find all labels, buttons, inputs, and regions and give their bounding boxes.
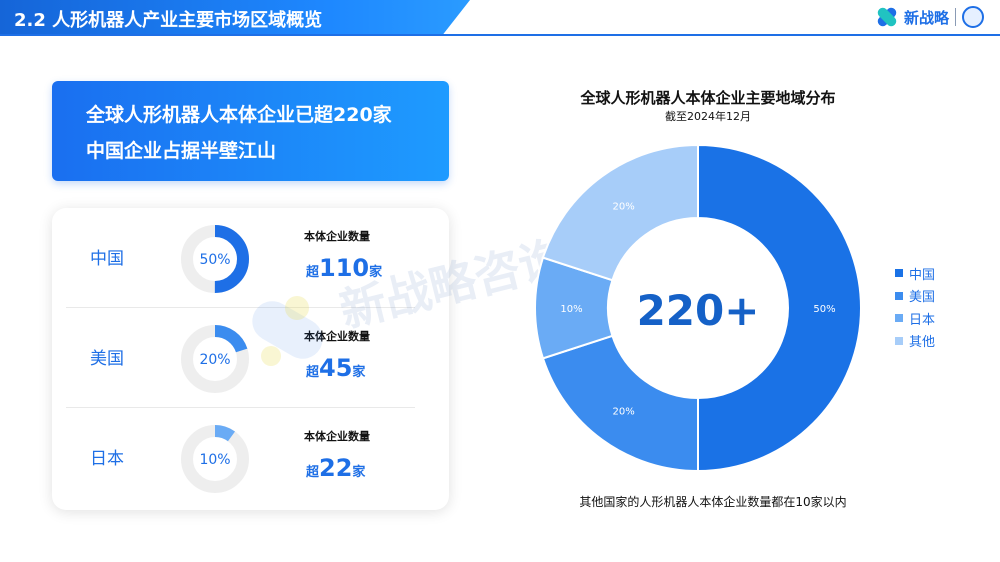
legend-item: 其他 [895, 330, 935, 353]
stat-label: 本体企业数量 [304, 330, 370, 343]
chart-title: 全球人形机器人本体企业主要地域分布 [580, 89, 836, 107]
slice-value-label: 20% [613, 202, 635, 213]
country-name: 日本 [90, 449, 124, 469]
stat-prefix: 超 [306, 265, 320, 280]
stat-number: 22 [319, 454, 353, 482]
watermark-dot [285, 296, 309, 320]
stat-suffix: 家 [352, 365, 366, 380]
chart-legend: 中国美国日本其他 [895, 262, 935, 352]
stat-label: 本体企业数量 [304, 430, 370, 443]
region-donut-chart: 50% 20% 10% 20% 220+ [535, 145, 861, 471]
stat-prefix: 超 [306, 465, 320, 480]
chart-footnote: 其他国家的人形机器人本体企业数量都在10家以内 [579, 495, 847, 509]
country-name: 美国 [90, 349, 124, 369]
share-percent: 50% [199, 252, 230, 268]
country-share-donut: 10% [181, 425, 249, 493]
stat-number: 45 [319, 354, 353, 382]
stat-suffix: 家 [352, 465, 366, 480]
headline-card: 全球人形机器人本体企业已超220家 中国企业占据半壁江山 [52, 81, 449, 181]
share-percent: 10% [199, 452, 230, 468]
stat-value: 超110家 [306, 254, 382, 282]
header-bar [0, 0, 470, 36]
share-percent: 20% [199, 352, 230, 368]
country-row: 日本 10% 本体企业数量 超22家 [66, 408, 415, 508]
slice-value-label: 10% [560, 304, 582, 315]
center-total-label: 220+ [637, 286, 760, 335]
legend-label: 中国 [909, 267, 936, 283]
country-row: 中国 50% 本体企业数量 超110家 [66, 208, 415, 308]
header-divider [0, 34, 1000, 36]
donut-share-arc [181, 325, 249, 393]
donut-share-arc [181, 225, 249, 293]
stat-value: 超22家 [306, 454, 365, 482]
legend-swatch [895, 336, 903, 345]
legend-label: 美国 [909, 290, 936, 306]
legend-swatch [895, 269, 903, 278]
donut-share-arc [181, 425, 249, 493]
association-badge-icon [962, 6, 984, 28]
watermark-dot [261, 346, 281, 366]
logo-text: 新战略 [903, 8, 949, 27]
brand-logo: 新战略 [875, 5, 984, 29]
stat-label: 本体企业数量 [304, 230, 370, 243]
legend-swatch [895, 314, 903, 323]
legend-label: 其他 [909, 335, 936, 351]
legend-label: 日本 [909, 312, 936, 328]
stat-prefix: 超 [306, 365, 320, 380]
legend-item: 美国 [895, 285, 935, 308]
headline-line-1: 全球人形机器人本体企业已超220家 [86, 104, 392, 126]
page-title: 2.2 人形机器人产业主要市场区域概览 [14, 10, 323, 31]
logo-divider [955, 8, 956, 26]
stat-suffix: 家 [369, 265, 383, 280]
donut-slice-2 [541, 334, 699, 471]
donut-slice-4 [541, 145, 699, 282]
country-name: 中国 [90, 249, 124, 269]
chart-subtitle: 截至2024年12月 [665, 110, 751, 123]
country-share-donut: 50% [181, 225, 249, 293]
legend-item: 中国 [895, 262, 935, 285]
country-row: 美国 20% 本体企业数量 超45家 [66, 308, 415, 408]
headline-line-2: 中国企业占据半壁江山 [86, 140, 277, 162]
slice-value-label: 50% [813, 304, 835, 315]
country-share-donut: 20% [181, 325, 249, 393]
logo-mark-icon [875, 5, 899, 29]
stat-value: 超45家 [306, 354, 365, 382]
donut-slice-1 [697, 145, 861, 471]
stat-number: 110 [319, 254, 370, 282]
slice-value-label: 20% [613, 406, 635, 417]
country-stats-card: 中国 50% 本体企业数量 超110家 美国 20% 本体企业数量 超45家 日… [52, 208, 449, 510]
legend-swatch [895, 291, 903, 300]
legend-item: 日本 [895, 307, 935, 330]
